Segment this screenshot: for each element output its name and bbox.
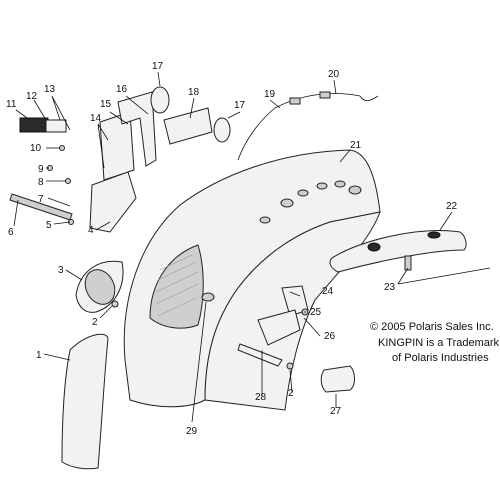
copyright-line-3: of Polaris Industries xyxy=(392,352,489,364)
callout-16: 16 xyxy=(116,84,128,95)
wiring-harness-part xyxy=(237,91,379,161)
callout-26: 26 xyxy=(324,331,336,342)
copyright-line-1: © 2005 Polaris Sales Inc. xyxy=(370,321,494,333)
callout-11: 11 xyxy=(6,99,17,110)
callout-27: 27 xyxy=(330,406,342,417)
callout-28: 28 xyxy=(255,392,267,403)
mounting-bracket-part xyxy=(257,285,309,346)
copyright-block: © 2005 Polaris Sales Inc. KINGPIN is a T… xyxy=(370,321,500,364)
callout-1: 1 xyxy=(36,350,42,361)
callout-29: 29 xyxy=(186,426,198,437)
callout-2-lower: 2 xyxy=(288,388,294,399)
leader-lines xyxy=(13,71,491,423)
callout-19: 19 xyxy=(264,89,276,100)
lamp-bracket-part xyxy=(19,91,157,233)
fasteners xyxy=(47,145,412,370)
callout-20: 20 xyxy=(328,69,340,80)
callout-6: 6 xyxy=(8,227,14,238)
callout-7: 7 xyxy=(38,194,44,205)
fender-skirt-part xyxy=(61,333,109,470)
turn-signal-part xyxy=(150,86,231,145)
callout-21: 21 xyxy=(350,140,362,151)
fender-rail-part xyxy=(329,230,467,273)
callout-3: 3 xyxy=(58,265,64,276)
callout-12: 12 xyxy=(26,91,38,102)
callout-4: 4 xyxy=(88,225,94,236)
callout-17: 17 xyxy=(152,61,164,72)
callout-10: 10 xyxy=(30,143,42,154)
callout-13: 13 xyxy=(44,84,56,95)
callout-14: 14 xyxy=(90,113,102,124)
callout-9: 9 xyxy=(38,164,44,175)
callout-22: 22 xyxy=(446,201,458,212)
callout-23: 23 xyxy=(384,282,396,293)
callout-18: 18 xyxy=(188,87,200,98)
callout-2: 2 xyxy=(92,317,98,328)
callout-17-right: 17 xyxy=(234,100,246,111)
callout-15: 15 xyxy=(100,99,112,110)
copyright-line-2: KINGPIN is a Trademark xyxy=(378,337,500,349)
callout-25: 25 xyxy=(310,307,322,318)
cap-part xyxy=(320,365,355,393)
callouts: 1 2 2 3 4 5 6 7 8 9 10 11 12 13 14 15 16… xyxy=(6,61,458,437)
tail-lamp-housing-part xyxy=(75,260,124,313)
callout-5: 5 xyxy=(46,220,52,231)
callout-8: 8 xyxy=(38,177,44,188)
strap-part xyxy=(237,343,283,367)
callout-24: 24 xyxy=(322,286,334,297)
